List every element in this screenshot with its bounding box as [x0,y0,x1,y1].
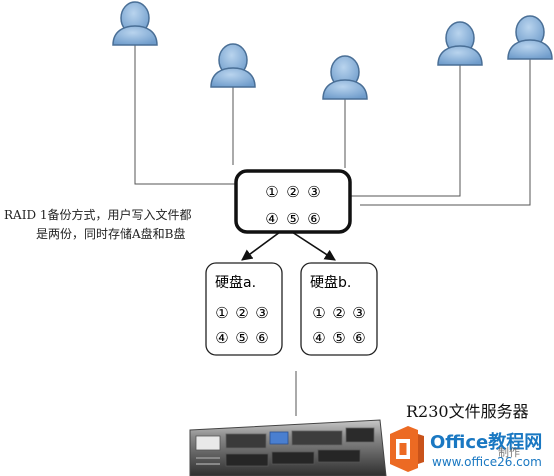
user-icon-1 [112,1,158,46]
arrow-to-disk-b [291,231,336,261]
server-label: R230文件服务器 [406,402,529,421]
central-data-box: ① ② ③ ④ ⑤ ⑥ [234,169,352,234]
disk-b-row-2-item-2: ⑤ [332,329,345,347]
write-arrows [241,231,336,261]
disk-a-row-2-item-1: ④ [215,329,228,347]
disk-b-title: 硬盘b. [310,274,351,291]
central-row-2-item-3: ⑥ [307,210,320,228]
central-row-1-item-3: ③ [307,183,320,201]
raid1-description: RAID 1备份方式，用户写入文件都 是两份，同时存储A盘和B盘 [4,206,234,244]
watermark-brand: Office教程网 [430,431,542,453]
disk-a-row-2-item-2: ⑤ [235,329,248,347]
disk-a-row-1-item-2: ② [235,304,248,322]
user-connection-lines [134,45,531,206]
user-icon-3 [322,55,368,100]
disk-a-row-1-item-1: ① [215,304,228,322]
disk-a-box: 硬盘a. ① ② ③ ④ ⑤ ⑥ [205,262,283,356]
watermark-overlay: 制作 [498,446,520,459]
raid1-description-line-1: RAID 1备份方式，用户写入文件都 [4,208,192,222]
arrow-to-disk-a [241,231,281,261]
disk-b-row-1-item-2: ② [332,304,345,322]
central-row-1-item-2: ② [286,183,299,201]
disk-a-row-2-item-3: ⑥ [255,329,268,347]
disk-b-row-2-item-1: ④ [312,329,325,347]
disk-b-row-2-item-3: ⑥ [352,329,365,347]
raid1-description-line-2: 是两份，同时存储A盘和B盘 [36,227,186,241]
user-icon-5 [507,15,553,60]
disk-b-box: 硬盘b. ① ② ③ ④ ⑤ ⑥ [300,262,378,356]
central-row-2-item-1: ④ [265,210,278,228]
office-logo-icon [390,426,424,472]
user-icon-4 [437,21,483,66]
line-user-1 [134,45,236,185]
disk-b-row-1-item-1: ① [312,304,325,322]
user-icon-2 [210,43,256,88]
central-row-2-item-2: ⑤ [286,210,299,228]
server-image [189,419,387,476]
line-user-4 [350,64,461,197]
central-row-1-item-1: ① [265,183,278,201]
watermark: Office教程网 www.office26.com 制作 [390,426,542,472]
line-user-5 [360,58,531,206]
disk-a-row-1-item-3: ③ [255,304,268,322]
watermark-url: www.office26.com [432,455,542,469]
disk-a-title: 硬盘a. [215,274,256,291]
disk-b-row-1-item-3: ③ [352,304,365,322]
